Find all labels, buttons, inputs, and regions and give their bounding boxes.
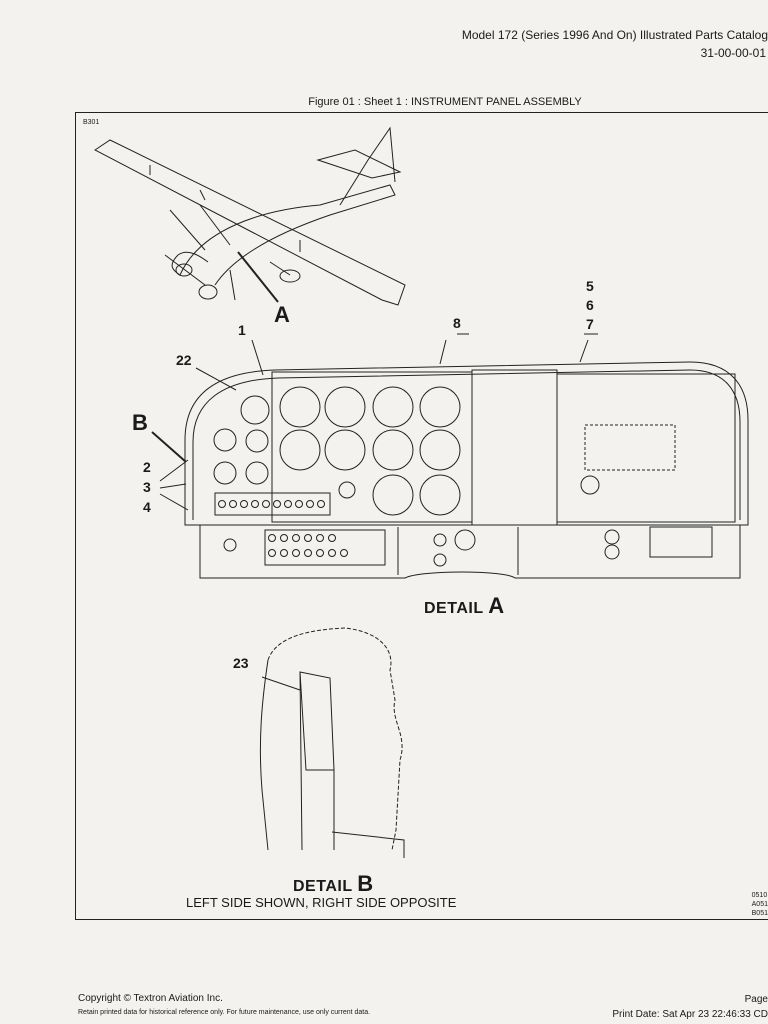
callout-5: 5 bbox=[586, 278, 594, 294]
header-code: 31-00-00-01 bbox=[700, 46, 766, 60]
header-title: Model 172 (Series 1996 And On) Illustrat… bbox=[461, 28, 768, 42]
detail-a-title: DETAIL A bbox=[424, 593, 505, 619]
figure-refs: 0510 A051 B051 bbox=[752, 891, 768, 918]
callout-6: 6 bbox=[586, 297, 594, 313]
detail-a-letter: A bbox=[488, 593, 505, 618]
panel-gauges bbox=[213, 386, 620, 567]
footer-copyright: Copyright © Textron Aviation Inc. bbox=[78, 993, 223, 1004]
footer-page: Page bbox=[744, 994, 768, 1005]
callout-8: 8 bbox=[453, 315, 461, 331]
footer-note: Retain printed data for historical refer… bbox=[78, 1009, 371, 1016]
figure-ref: A051 bbox=[751, 901, 768, 908]
figure-id: B301 bbox=[83, 119, 100, 126]
detail-a-label: DETAIL bbox=[424, 600, 484, 617]
callout-7: 7 bbox=[586, 316, 594, 332]
callout-1: 1 bbox=[238, 322, 246, 338]
footer-print-date: Print Date: Sat Apr 23 22:46:33 CD bbox=[612, 1009, 768, 1020]
callout-22: 22 bbox=[176, 352, 192, 368]
side-piece-drawing bbox=[259, 627, 405, 858]
callout-23: 23 bbox=[233, 655, 249, 671]
figure-ref: B051 bbox=[751, 910, 768, 917]
detail-b-letter: B bbox=[357, 871, 374, 896]
callout-b: B bbox=[132, 410, 148, 435]
aircraft-illustration bbox=[94, 126, 406, 306]
callout-a-aircraft: A bbox=[274, 302, 290, 327]
figure-frame bbox=[75, 112, 768, 920]
figure-caption: Figure 01 : Sheet 1 : INSTRUMENT PANEL A… bbox=[308, 96, 582, 108]
callout-4: 4 bbox=[143, 499, 151, 515]
detail-b-note: LEFT SIDE SHOWN, RIGHT SIDE OPPOSITE bbox=[186, 895, 457, 910]
instrument-panel-drawing bbox=[151, 333, 749, 579]
figure-ref: 0510 bbox=[751, 892, 768, 899]
callout-3: 3 bbox=[143, 479, 151, 495]
panel-switch-row bbox=[218, 500, 348, 557]
detail-b-label: DETAIL bbox=[293, 878, 353, 895]
detail-b-title: DETAIL B bbox=[293, 871, 374, 897]
callout-2: 2 bbox=[143, 459, 151, 475]
